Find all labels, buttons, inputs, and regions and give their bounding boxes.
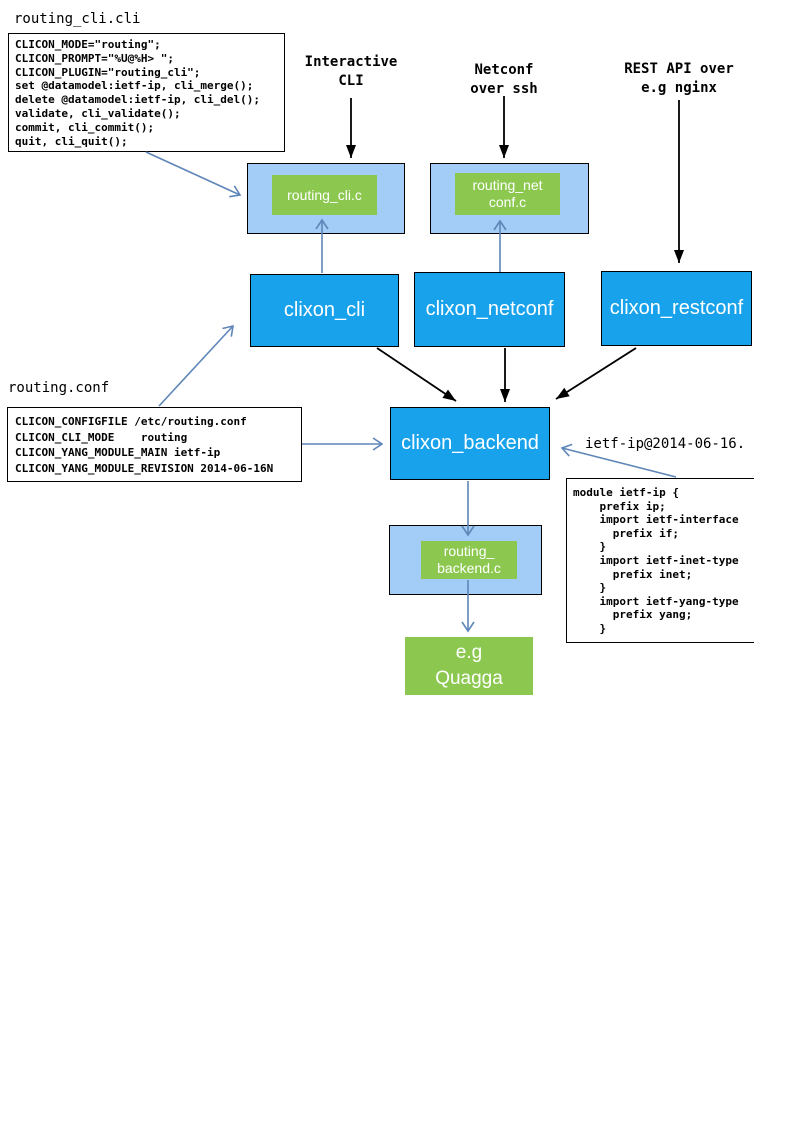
label-rest-api-nginx: REST API over e.g nginx bbox=[624, 61, 734, 96]
title-routing-cli-file: routing_cli.cli bbox=[14, 11, 141, 27]
title-routing-conf-file: routing.conf bbox=[8, 380, 110, 396]
label-netconf-over-ssh: Netconf over ssh bbox=[470, 62, 538, 97]
codebox-routing-conf: CLICON_CONFIGFILE /etc/routing.conf CLIC… bbox=[7, 407, 302, 482]
code-routing-conf: CLICON_CONFIGFILE /etc/routing.conf CLIC… bbox=[15, 415, 274, 475]
node-clixon-netconf: clixon_netconf bbox=[414, 272, 565, 347]
label-interactive-cli: Interactive CLI bbox=[304, 54, 398, 89]
label-yang-file: ietf-ip@2014-06-16. bbox=[585, 436, 746, 452]
arrow-conf-to-clixoncli bbox=[158, 324, 234, 407]
arrow-restconf-to-backend bbox=[555, 347, 637, 400]
node-routing-netconf-plugin: routing_net conf.c bbox=[455, 173, 560, 215]
node-clixon-backend: clixon_backend bbox=[390, 407, 550, 480]
code-yang-module: module ietf-ip { prefix ip; import ietf-… bbox=[573, 486, 739, 635]
arrow-cli-to-backend bbox=[376, 347, 457, 402]
node-clixon-cli: clixon_cli bbox=[250, 274, 399, 347]
node-clixon-restconf: clixon_restconf bbox=[601, 271, 752, 346]
node-quagga: e.g Quagga bbox=[405, 637, 533, 695]
codebox-routing-cli-cli: CLICON_MODE="routing"; CLICON_PROMPT="%U… bbox=[8, 33, 285, 152]
codebox-yang-module: module ietf-ip { prefix ip; import ietf-… bbox=[566, 478, 754, 643]
node-routing-cli-plugin: routing_cli.c bbox=[272, 175, 377, 215]
node-routing-backend-plugin: routing_ backend.c bbox=[421, 541, 517, 579]
arrow-yang-to-backend bbox=[560, 443, 677, 478]
arrow-clifile-to-cli-plugin bbox=[145, 151, 242, 198]
code-routing-cli-cli: CLICON_MODE="routing"; CLICON_PROMPT="%U… bbox=[15, 38, 261, 148]
